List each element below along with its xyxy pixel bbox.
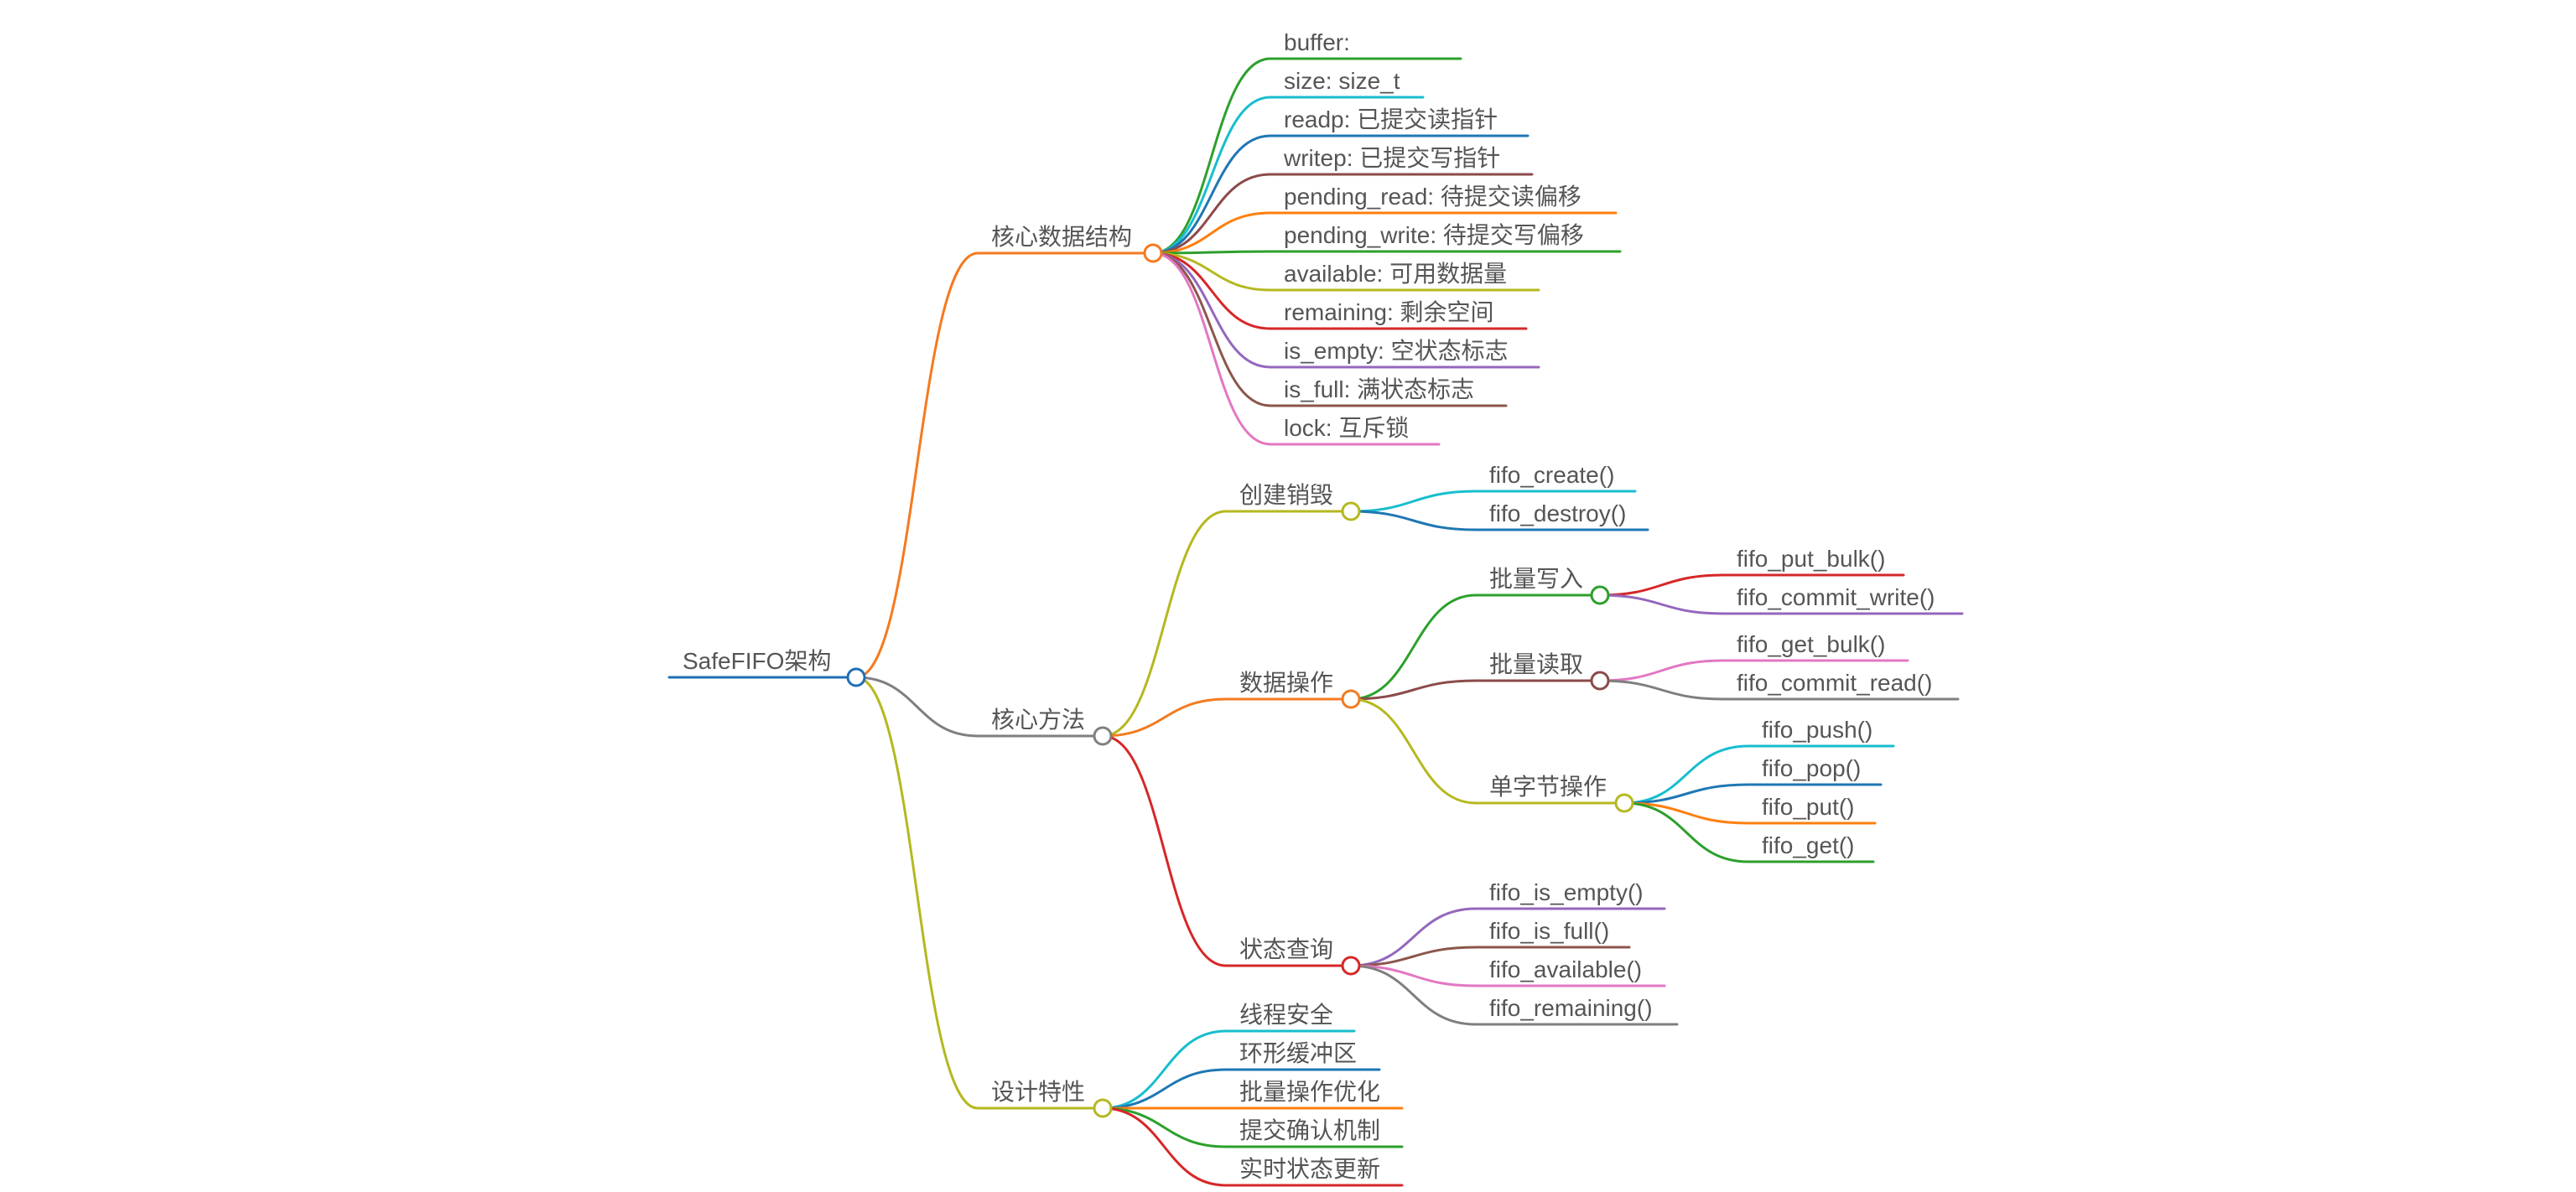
topic-label-node: 设计特性 (991, 1079, 1085, 1105)
topic-label-node: 数据操作 (1239, 670, 1333, 696)
node-c2-collapse-toggle[interactable] (1093, 1098, 1113, 1118)
topic-label-pending-read: pending_read: 待提交读偏移 (1284, 184, 1581, 210)
node-c0-3-connector (1152, 173, 1271, 255)
node-c1-1-1-connector (1350, 679, 1477, 701)
topic-label-fifo-pop: fifo_pop() (1762, 755, 1861, 781)
node-c1-1-0-0-connector (1599, 573, 1724, 597)
topic-label-readp: readp: 已提交读指针 (1284, 106, 1498, 132)
topic-label-remaining: remaining: 剩余空间 (1284, 299, 1494, 325)
topic-label-available: available: 可用数据量 (1284, 261, 1507, 287)
node-c1-connector (855, 676, 979, 738)
node-c0-connector (855, 251, 979, 679)
node-c0-1-connector (1152, 96, 1271, 255)
node-c0-0-connector (1152, 57, 1271, 255)
node-c2-0-connector (1102, 1029, 1227, 1110)
topic-label-node: 创建销毁 (1239, 482, 1333, 508)
topic-label-fifo-available: fifo_available() (1489, 956, 1642, 982)
topic-label-node: 状态查询 (1239, 936, 1333, 962)
topic-label-node: 核心数据结构 (991, 224, 1132, 250)
node-c1-0-1-connector (1350, 510, 1477, 531)
node-c0-4-connector (1152, 211, 1271, 255)
node-c1-1-2-connector (1350, 697, 1477, 805)
node-c0-5-connector (1152, 250, 1271, 255)
node-c2-connector (855, 676, 979, 1110)
node-c1-2-3-connector (1350, 964, 1477, 1026)
topic-label-node: 批量操作优化 (1239, 1079, 1380, 1105)
node-c1-2-connector (1102, 734, 1227, 967)
node-c1-0-connector (1102, 510, 1227, 738)
node-c0-collapse-toggle[interactable] (1143, 243, 1163, 263)
topic-label-fifo-create: fifo_create() (1489, 462, 1614, 488)
node-c0-2-connector (1152, 134, 1271, 255)
node-c1-0-0-connector (1350, 490, 1477, 513)
node-c1-collapse-toggle[interactable] (1093, 726, 1113, 746)
node-c1-2-1-connector (1350, 946, 1477, 967)
mind-map-edges (855, 57, 1749, 1187)
topic-label-node: 批量读取 (1489, 651, 1583, 677)
topic-label-fifo-is-empty: fifo_is_empty() (1489, 879, 1644, 905)
node-c2-4-connector (1102, 1106, 1227, 1187)
node-c1-1-collapse-toggle[interactable] (1341, 689, 1361, 709)
root-collapse-toggle[interactable] (846, 667, 866, 687)
node-c0-7-connector (1152, 251, 1271, 330)
topic-label-node: 提交确认机制 (1239, 1117, 1380, 1143)
topic-label-fifo-destroy: fifo_destroy() (1489, 500, 1626, 526)
topic-label-fifo-get: fifo_get() (1762, 832, 1855, 858)
node-c1-2-collapse-toggle[interactable] (1341, 956, 1361, 976)
node-c0-6-connector (1152, 251, 1271, 292)
node-c1-2-0-connector (1350, 907, 1477, 967)
mind-map-circles (846, 243, 1634, 1118)
topic-label-node: 线程安全 (1239, 1002, 1333, 1028)
topic-label-lock: lock: 互斥锁 (1284, 415, 1409, 441)
node-c1-1-0-collapse-toggle[interactable] (1590, 585, 1610, 605)
node-c1-1-2-0-connector (1623, 744, 1749, 805)
topic-label-size-size-t: size: size_t (1284, 68, 1400, 94)
topic-label-is-empty: is_empty: 空状态标志 (1284, 338, 1509, 364)
node-c1-1-2-1-connector (1623, 783, 1749, 805)
topic-label-writep: writep: 已提交写指针 (1283, 145, 1500, 171)
node-c0-9-connector (1152, 251, 1271, 407)
topic-label-fifo-remaining: fifo_remaining() (1489, 995, 1653, 1021)
node-c1-0-collapse-toggle[interactable] (1341, 501, 1361, 521)
topic-label-node: 批量写入 (1489, 566, 1583, 592)
topic-label-fifo-get-bulk: fifo_get_bulk() (1737, 631, 1885, 657)
node-c1-1-2-collapse-toggle[interactable] (1614, 793, 1634, 813)
mind-map-labels: SafeFIFO架构 核心数据结构 buffer: size: size_treadp… (683, 29, 1935, 1182)
node-c1-1-1-1-connector (1599, 679, 1724, 701)
node-c1-1-0-1-connector (1599, 593, 1724, 615)
node-c1-1-1-0-connector (1599, 659, 1724, 682)
node-c0-10-connector (1152, 251, 1271, 446)
topic-label-node: 环形缓冲区 (1239, 1040, 1357, 1066)
topic-label-fifo-put-bulk: fifo_put_bulk() (1737, 546, 1885, 572)
topic-label-pending-write: pending_write: 待提交写偏移 (1284, 222, 1584, 248)
topic-label-buffer: buffer: (1284, 29, 1350, 55)
topic-label-fifo-put: fifo_put() (1762, 794, 1855, 820)
node-c1-1-1-collapse-toggle[interactable] (1590, 671, 1610, 691)
topic-label-node: 实时状态更新 (1239, 1156, 1380, 1182)
root-topic-label: SafeFIFO架构 (683, 648, 831, 674)
topic-label-fifo-commit-read: fifo_commit_read() (1737, 670, 1932, 696)
topic-label-node: 单字节操作 (1489, 774, 1607, 800)
topic-label-is-full: is_full: 满状态标志 (1284, 376, 1474, 402)
node-c1-1-0-connector (1350, 593, 1477, 701)
node-c1-1-2-3-connector (1623, 801, 1749, 863)
node-c0-8-connector (1152, 251, 1271, 369)
topic-label-node: 核心方法 (991, 707, 1085, 733)
mind-map-underlines (667, 57, 1964, 1187)
node-c1-1-2-2-connector (1623, 801, 1749, 825)
node-c2-1-connector (1102, 1068, 1227, 1110)
topic-label-fifo-is-full: fifo_is_full() (1489, 918, 1609, 944)
node-c1-1-connector (1102, 697, 1227, 738)
topic-label-fifo-commit-write: fifo_commit_write() (1737, 584, 1935, 610)
node-c2-3-connector (1102, 1106, 1227, 1148)
node-c1-2-2-connector (1350, 964, 1477, 987)
topic-label-fifo-push: fifo_push() (1762, 717, 1872, 743)
